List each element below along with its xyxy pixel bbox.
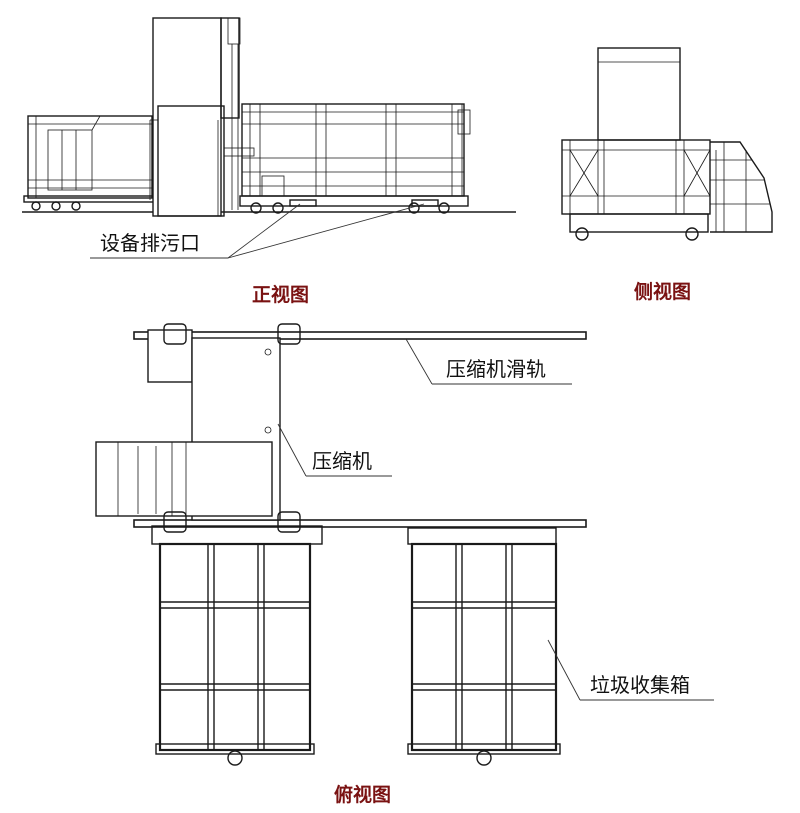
top-bin-1 (151, 525, 323, 766)
side-base (569, 213, 709, 233)
front-view: 设备排污口 正视图 (22, 17, 516, 306)
top-view: 压缩机滑轨 压缩机 垃圾收集箱 俯视图 (95, 323, 714, 806)
bin-callout-label: 垃圾收集箱 (590, 673, 690, 697)
front-container (239, 103, 471, 214)
outlet-callout-label: 设备排污口 (100, 231, 200, 255)
side-wheel-right (685, 227, 699, 241)
side-wheel-left (575, 227, 589, 241)
compressor-callout-leader (277, 423, 392, 477)
side-view-title: 侧视图 (634, 280, 691, 303)
top-view-title: 俯视图 (334, 783, 391, 806)
rail-callout-label: 压缩机滑轨 (446, 357, 546, 381)
outlet-callout-leaders (90, 203, 425, 259)
upper-rail (133, 331, 587, 340)
lower-rail (133, 519, 587, 528)
top-compressor (95, 323, 301, 533)
front-compressor-tower (149, 17, 255, 217)
front-hopper (23, 115, 161, 211)
compressor-callout-label: 压缩机 (312, 449, 372, 473)
bin-callout-leader (547, 639, 714, 701)
front-view-title: 正视图 (252, 283, 309, 306)
side-frame (561, 139, 711, 215)
side-view: 侧视图 (561, 47, 773, 303)
side-stair-guard (710, 141, 773, 233)
rail-callout-leader (405, 338, 572, 385)
top-bin-2 (407, 527, 561, 766)
